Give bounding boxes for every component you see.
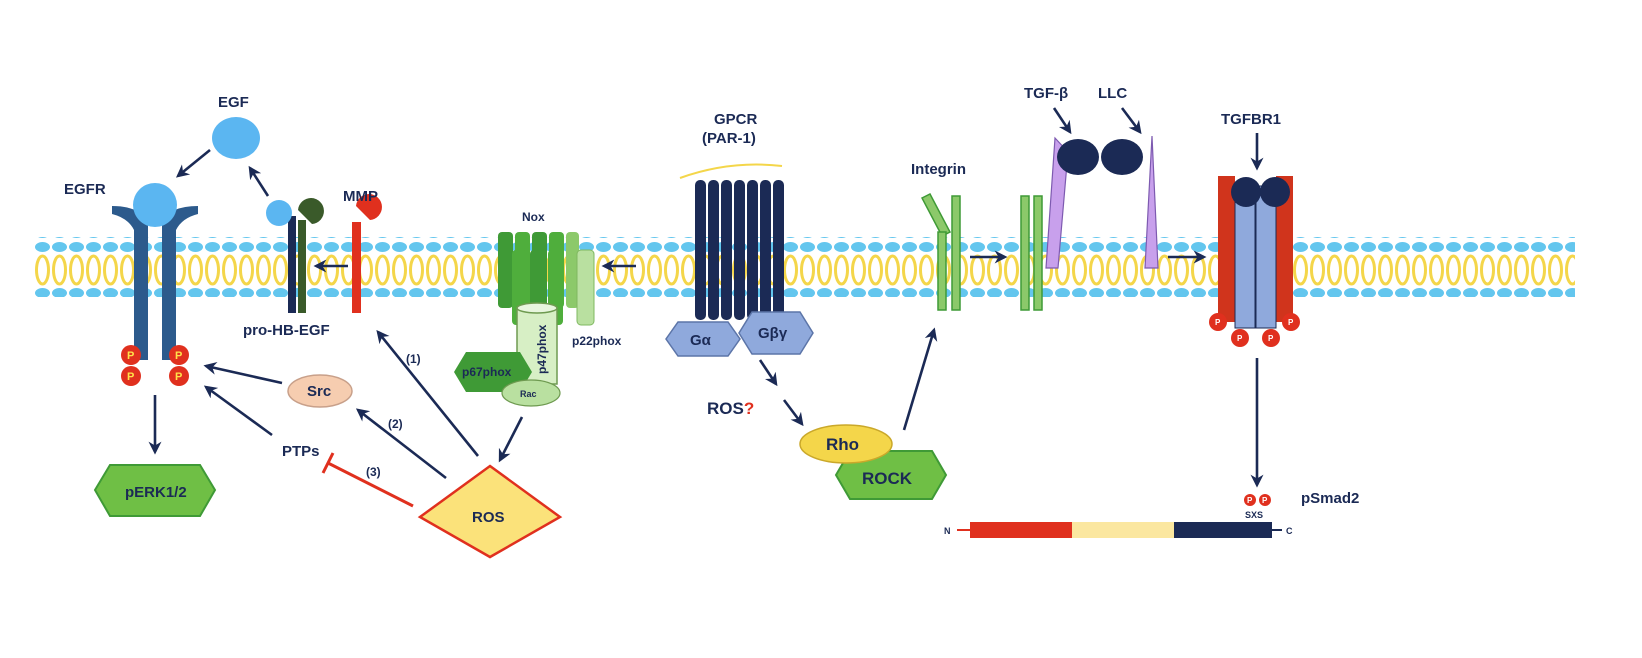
svg-text:p67phox: p67phox	[462, 365, 512, 379]
svg-text:Gα: Gα	[690, 332, 712, 349]
egfr-receptor	[112, 183, 198, 360]
src-to-egfr-arrow	[203, 361, 283, 385]
perk-node: pERK1/2	[93, 464, 217, 517]
svg-text:P: P	[175, 350, 182, 362]
tgfbr1-phospho-sites: P P P P	[1209, 313, 1300, 347]
smad-sxs-label: SXS	[1245, 510, 1263, 520]
llc-arrow	[1120, 107, 1142, 135]
gpcr-label-line2: (PAR-1)	[702, 130, 756, 147]
svg-text:P: P	[1247, 496, 1253, 505]
nox-to-ros-arrow	[498, 416, 524, 463]
src-node: Src	[287, 374, 353, 408]
ptps-to-egfr-arrow	[203, 385, 273, 437]
mmp	[352, 194, 382, 313]
smad-n-terminus: N	[944, 526, 951, 536]
ros-inhibits-ptps	[327, 461, 414, 508]
rock-node: ROCK	[834, 450, 948, 500]
svg-text:P: P	[127, 350, 134, 362]
ros-to-src-arrow	[355, 408, 447, 480]
nox-label: Nox	[522, 210, 545, 224]
pro-hb-egf	[266, 198, 324, 313]
step-3-label: (3)	[366, 465, 381, 479]
pro-hb-egf-label: pro-HB-EGF	[243, 322, 330, 339]
tgfbr1-receptor	[1218, 176, 1293, 329]
svg-text:Gβγ: Gβγ	[758, 325, 788, 342]
svg-text:P: P	[175, 371, 182, 383]
g-alpha: Gα	[665, 321, 741, 357]
g-beta-gamma: Gβγ	[738, 311, 814, 355]
ros-node-left: ROS	[417, 464, 563, 559]
ptps-label: PTPs	[282, 443, 320, 460]
psmad2-phospho-sites: P P	[1244, 494, 1271, 506]
ros-to-rho-arrow	[782, 399, 804, 427]
cell-membrane	[35, 237, 1575, 297]
svg-text:p47phox: p47phox	[535, 324, 549, 374]
integrin-label: Integrin	[911, 161, 966, 178]
svg-text:P: P	[1288, 318, 1294, 327]
gprotein-to-ros-arrow	[758, 359, 778, 387]
rho-node: Rho	[799, 424, 893, 464]
integrin-active	[1020, 195, 1043, 311]
psmad2-label: pSmad2	[1301, 490, 1359, 507]
egf-label: EGF	[218, 94, 249, 111]
tgf-beta-label: TGF-β	[1024, 85, 1068, 102]
svg-text:P: P	[1215, 318, 1221, 327]
prohb-to-egf-arrow	[248, 165, 270, 197]
rock-to-integrin-arrow	[902, 327, 938, 431]
p22phox-label: p22phox	[572, 334, 622, 348]
mmp-label: MMP	[343, 188, 378, 205]
tgfbr1-label: TGFBR1	[1221, 111, 1281, 128]
svg-text:P: P	[1268, 334, 1274, 343]
smad2-domain-bar	[957, 522, 1282, 538]
svg-text:Src: Src	[307, 383, 331, 400]
tgf-beta-arrow	[1052, 107, 1072, 135]
egf-to-egfr-arrow	[175, 148, 211, 178]
latent-tgf-beta-complex	[1045, 135, 1159, 269]
svg-text:ROCK: ROCK	[862, 469, 913, 488]
step-1-label: (1)	[406, 352, 421, 366]
svg-text:pERK1/2: pERK1/2	[125, 484, 187, 501]
egf-bound-ligand	[133, 183, 177, 227]
ros-question-label: ROS?	[707, 399, 754, 418]
svg-text:P: P	[1237, 334, 1243, 343]
egf-ligand	[212, 117, 260, 159]
gpcr-label-line1: GPCR	[714, 111, 758, 128]
svg-text:ROS: ROS	[472, 509, 505, 526]
llc-label: LLC	[1098, 85, 1127, 102]
p67phox: p67phox	[454, 352, 532, 392]
smad-c-terminus: C	[1286, 526, 1293, 536]
step-2-label: (2)	[388, 417, 403, 431]
svg-text:Rac: Rac	[520, 389, 537, 399]
ros-to-prohb-arrow	[376, 329, 480, 457]
integrin-inactive	[920, 193, 961, 311]
gpcr-receptor	[679, 163, 784, 320]
rac: Rac	[501, 379, 561, 407]
svg-text:P: P	[127, 371, 134, 383]
egfr-label: EGFR	[64, 181, 106, 198]
egfr-phospho-sites: P P P P	[121, 345, 189, 386]
svg-text:Rho: Rho	[826, 435, 859, 454]
svg-text:P: P	[1262, 496, 1268, 505]
